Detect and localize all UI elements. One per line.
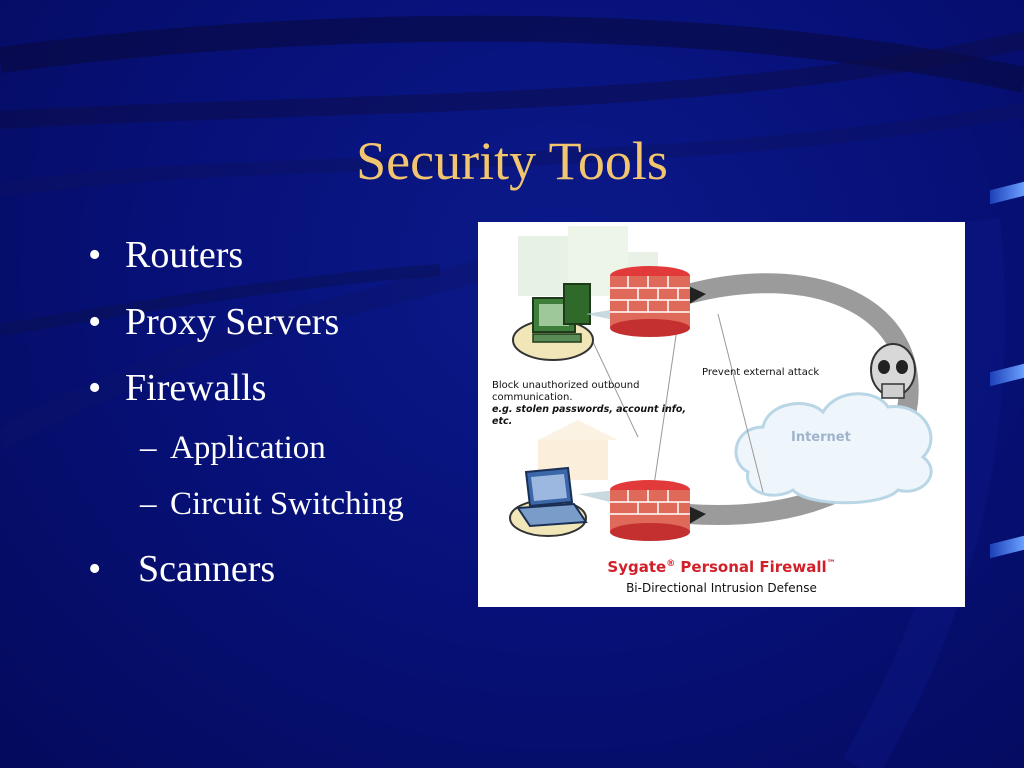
sub-bullet-marker: –	[140, 486, 157, 522]
laptop-icon	[509, 466, 588, 537]
list-item: • Routers	[88, 236, 243, 274]
list-item: • Scanners	[88, 550, 275, 588]
firewall-icon	[610, 480, 690, 541]
skull-icon	[870, 343, 916, 399]
brand-name: Sygate	[607, 558, 667, 576]
brand-product: Personal Firewall	[680, 558, 827, 576]
external-attack-label: Prevent external attack	[702, 367, 820, 378]
sub-bullet-text: Application	[170, 430, 326, 466]
sub-list-item: –Application	[140, 432, 326, 465]
bullet-text: Proxy Servers	[125, 301, 340, 343]
list-item: • Firewalls	[88, 369, 266, 407]
list-item: • Proxy Servers	[88, 303, 339, 341]
edge-accent	[990, 535, 1024, 559]
attack-arrow	[685, 273, 919, 525]
outbound-label-line: Block unauthorized outbound	[492, 380, 640, 391]
outbound-example: e.g. stolen passwords, account info, etc…	[492, 404, 687, 427]
sub-bullet-text: Circuit Switching	[170, 486, 404, 522]
bullet-marker: •	[88, 301, 102, 343]
bullet-text: Routers	[125, 234, 244, 276]
slide-title: Security Tools	[356, 131, 668, 191]
firewall-diagram: Block unauthorized outbound communicatio…	[478, 222, 965, 607]
bullet-text: Firewalls	[125, 367, 267, 409]
bullet-marker: •	[88, 234, 102, 276]
brand-subtitle: Bi-Directional Intrusion Defense	[626, 581, 817, 595]
diagram-graphic	[509, 226, 933, 541]
internet-label: Internet	[791, 430, 851, 445]
desktop-computer-icon	[512, 283, 594, 361]
bullet-marker: •	[88, 548, 102, 590]
internet-cloud-icon	[734, 392, 933, 505]
registered-mark: ®	[666, 559, 676, 569]
building-icon	[538, 420, 618, 480]
firewall-icon	[610, 266, 690, 337]
sub-list-item: –Circuit Switching	[140, 488, 404, 521]
trademark-mark: ™	[826, 559, 836, 569]
outbound-label-line: communication.	[492, 392, 573, 403]
outbound-label: Block unauthorized outbound communicatio…	[492, 380, 702, 428]
bullet-marker: •	[88, 367, 102, 409]
bullet-text: Scanners	[138, 548, 276, 590]
edge-accent	[990, 363, 1024, 387]
sub-bullet-marker: –	[140, 430, 157, 466]
brand-title: Sygate® Personal Firewall™	[478, 558, 965, 576]
